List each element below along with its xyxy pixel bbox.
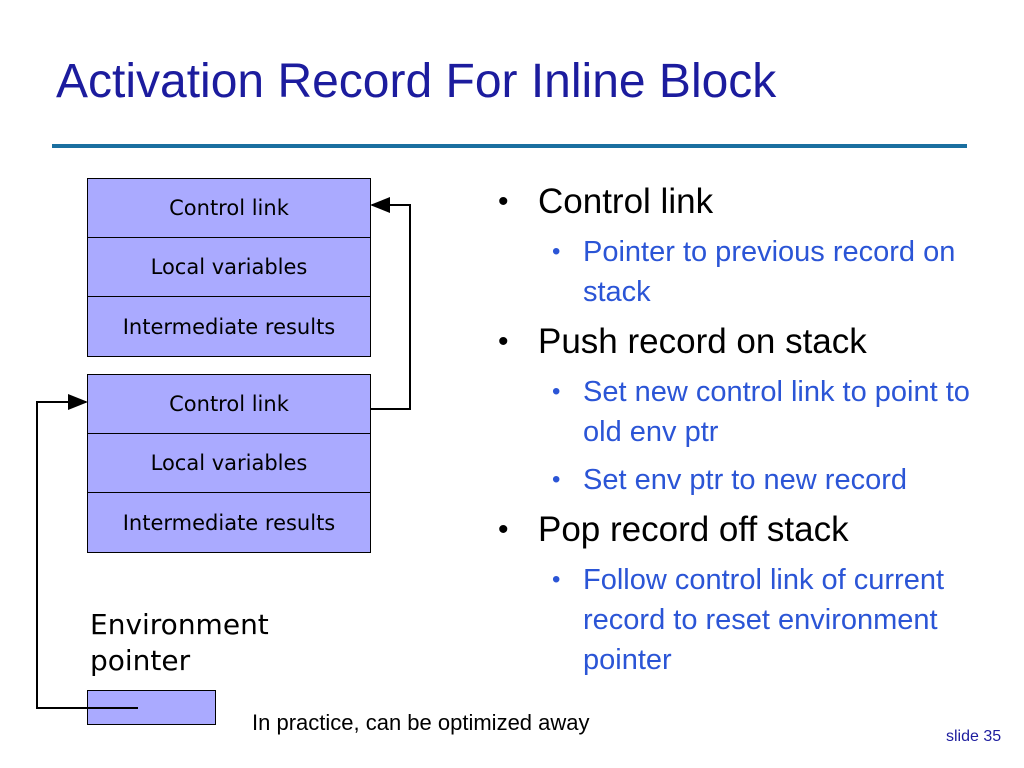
- bullet-dot-icon: •: [498, 185, 509, 218]
- slide-number: slide 35: [946, 728, 1002, 745]
- sub-bullet: • Set new control link to point to old e…: [498, 372, 998, 452]
- slide-title: Activation Record For Inline Block: [56, 55, 777, 108]
- env-label-line-1: Environment: [90, 608, 269, 641]
- bullet-dot-icon: •: [498, 325, 509, 358]
- sub-bullet-text: Pointer to previous record on stack: [583, 236, 956, 308]
- sub-bullet-text: Set new control link to point to old env…: [583, 376, 970, 448]
- bullet-text: Pop record off stack: [538, 510, 849, 549]
- intermediate-results-cell: Intermediate results: [122, 510, 336, 535]
- activation-record-upper: Control link Local variables Intermediat…: [87, 178, 371, 357]
- sub-bullet-text: Follow control link of current record to…: [583, 564, 945, 676]
- bullet-text: Control link: [538, 182, 714, 221]
- local-variables-cell: Local variables: [88, 434, 370, 493]
- sub-bullet-text: Set env ptr to new record: [583, 464, 907, 496]
- bullet-control-link: • Control link: [498, 180, 998, 224]
- environment-pointer-label: Environment pointer: [90, 607, 269, 679]
- env-label-line-2: pointer: [90, 644, 191, 677]
- bullet-dot-icon: •: [552, 566, 561, 593]
- control-link-cell: Control link: [88, 375, 370, 434]
- sub-bullet: • Follow control link of current record …: [498, 560, 998, 680]
- title-divider: [52, 144, 967, 148]
- bullet-dot-icon: •: [552, 378, 561, 405]
- control-link-arrow: [370, 197, 411, 410]
- bullet-text: Push record on stack: [538, 322, 867, 361]
- local-variables-cell: Local variables: [88, 238, 370, 297]
- control-link-cell: Control link: [88, 179, 370, 238]
- env-pointer-arrow: [36, 394, 138, 709]
- intermediate-results-cell: Intermediate results: [122, 314, 336, 339]
- activation-record-lower: Control link Local variables Intermediat…: [87, 374, 371, 553]
- bullet-dot-icon: •: [498, 513, 509, 546]
- bullet-dot-icon: •: [552, 238, 561, 265]
- bullet-pop-record: • Pop record off stack: [498, 508, 998, 552]
- bullet-push-record: • Push record on stack: [498, 320, 998, 364]
- sub-bullet: • Set env ptr to new record: [498, 460, 998, 500]
- optimization-note: In practice, can be optimized away: [252, 710, 590, 735]
- bullet-dot-icon: •: [552, 466, 561, 493]
- bullet-list: • Control link • Pointer to previous rec…: [498, 180, 998, 688]
- sub-bullet: • Pointer to previous record on stack: [498, 232, 998, 312]
